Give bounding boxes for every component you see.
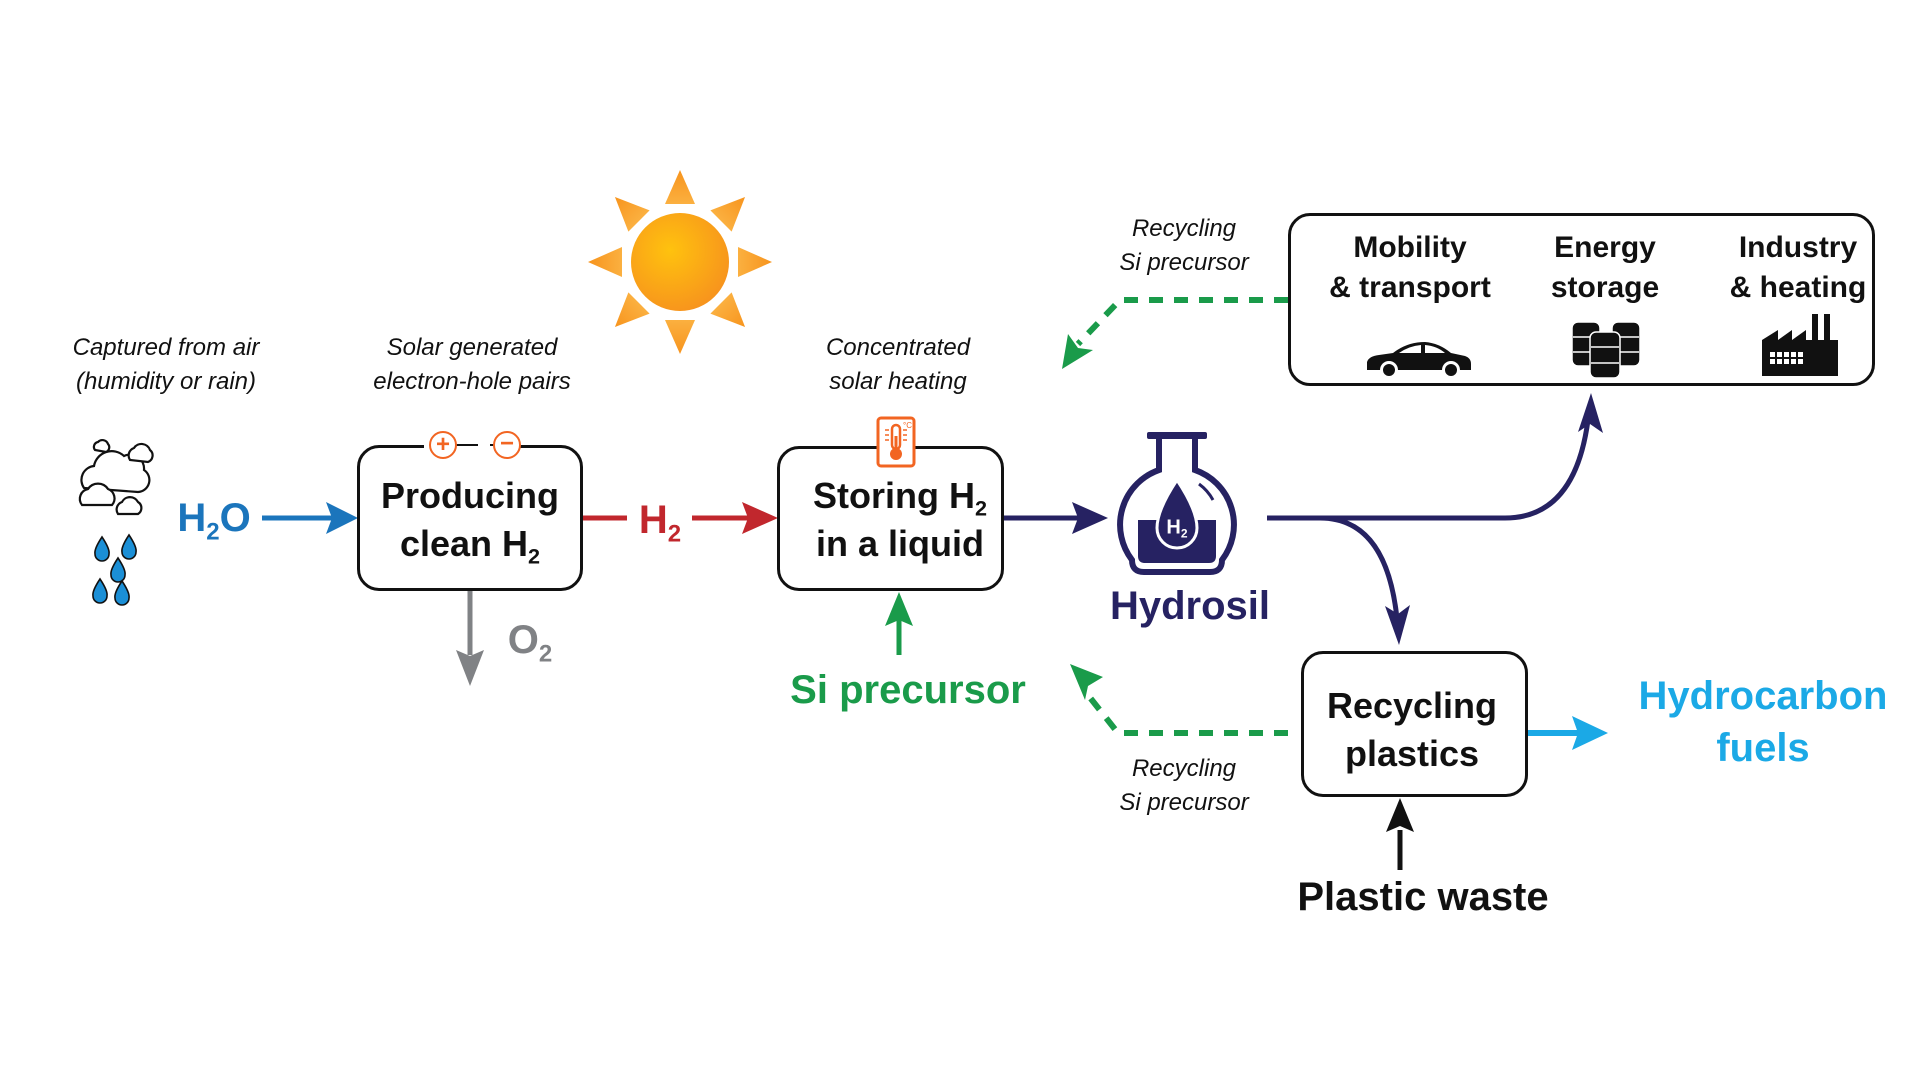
- recycle-bottom-caption: Recycling Si precursor: [1119, 752, 1248, 820]
- svg-text:°C: °C: [903, 421, 912, 430]
- hydrosil-arrow: [1004, 502, 1108, 534]
- solar-heating-caption: Concentrated solar heating: [826, 331, 970, 399]
- use-mobility-line1: Mobility: [1353, 231, 1467, 264]
- water-arrow: [262, 502, 358, 534]
- badge-wire-mid: [456, 444, 478, 446]
- recycle-top-line2: Si precursor: [1119, 249, 1249, 276]
- raindrop-icon: [92, 533, 137, 606]
- branch-arrows: [1267, 419, 1591, 631]
- use-mobility-line2: & transport: [1329, 271, 1491, 304]
- recycle-bottom-line2: Si precursor: [1119, 789, 1249, 816]
- use-industry-line1: Industry: [1738, 231, 1858, 264]
- solar-pairs-line2: electron-hole pairs: [373, 368, 571, 395]
- cloud-icon: [78, 439, 154, 516]
- storing-label: Storing H2 in a liquid: [813, 472, 987, 568]
- air-caption: Captured from air (humidity or rain): [73, 331, 260, 399]
- plastic-waste-label: Plastic waste: [1297, 875, 1549, 919]
- producing-node[interactable]: [357, 445, 583, 591]
- si-precursor-arrow: [885, 592, 913, 655]
- recycling-line1: Recycling: [1326, 685, 1498, 726]
- flask-icon: [1117, 432, 1237, 575]
- hydrogen-arrow: [583, 502, 778, 534]
- air-caption-line1: Captured from air: [72, 334, 260, 361]
- car-icon: [1367, 342, 1471, 379]
- solar-heating-line2: solar heating: [829, 368, 967, 395]
- storing-line1: Storing H2: [813, 475, 987, 521]
- fuels-line1: Hydrocarbon: [1638, 674, 1888, 718]
- water-label: H2O: [177, 496, 251, 546]
- use-energy-line1: Energy: [1554, 231, 1656, 264]
- storing-line2: in a liquid: [816, 523, 984, 564]
- recycling-label: Recycling plastics: [1327, 682, 1497, 778]
- hydrosil-label: Hydrosil: [1109, 584, 1271, 628]
- plastic-waste-arrow: [1386, 798, 1414, 870]
- oxygen-arrow: [456, 590, 484, 686]
- recycling-line2: plastics: [1344, 733, 1480, 774]
- hydrogen-label: H2: [638, 498, 682, 548]
- oxygen-label: O2: [507, 618, 553, 668]
- recycle-bottom-arrow: [1070, 664, 1288, 736]
- si-precursor-label: Si precursor: [790, 668, 1026, 712]
- recycling-arrowhead: [1385, 605, 1410, 645]
- producing-line2: clean H2: [399, 523, 541, 569]
- solar-pairs-line1: Solar generated: [386, 334, 558, 361]
- thermometer-icon: °C: [876, 416, 916, 468]
- flask-h2-label: H2: [1166, 516, 1188, 541]
- fuels-label: Hydrocarbon fuels: [1639, 670, 1888, 774]
- solar-heating-line1: Concentrated: [825, 334, 971, 361]
- uses-arrowhead: [1578, 393, 1603, 433]
- recycle-top-caption: Recycling Si precursor: [1119, 212, 1248, 280]
- solar-pairs-caption: Solar generated electron-hole pairs: [373, 331, 570, 399]
- use-industry-line2: & heating: [1729, 271, 1867, 304]
- producing-line1: Producing: [381, 475, 559, 516]
- barrels-icon: [1571, 321, 1641, 379]
- recycle-top-line1: Recycling: [1131, 215, 1237, 242]
- use-industry: Industry & heating: [1730, 228, 1867, 308]
- use-energy: Energy storage: [1551, 228, 1659, 308]
- recycle-bottom-line1: Recycling: [1131, 755, 1237, 782]
- producing-label: Producing clean H2: [381, 472, 559, 568]
- negative-badge-icon: −: [493, 431, 521, 459]
- recycling-node[interactable]: [1301, 651, 1528, 797]
- recycle-top-arrow: [1062, 297, 1288, 369]
- use-energy-line2: storage: [1550, 271, 1660, 304]
- factory-icon: [1762, 314, 1838, 376]
- fuels-line2: fuels: [1716, 726, 1810, 770]
- positive-badge-icon: +: [429, 431, 457, 459]
- use-mobility: Mobility & transport: [1329, 228, 1491, 308]
- sun-icon: [588, 170, 772, 354]
- air-caption-line2: (humidity or rain): [75, 368, 257, 395]
